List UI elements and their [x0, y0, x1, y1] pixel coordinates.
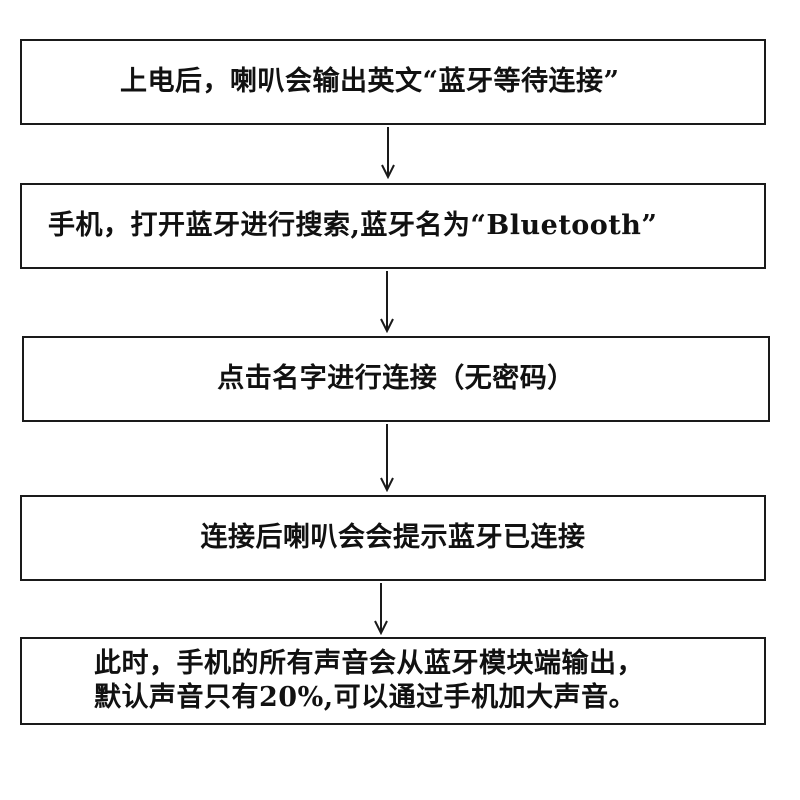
step-1-box: 上电后，喇叭会输出英文“蓝牙等待连接”: [20, 39, 766, 125]
step-2-text: 手机，打开蓝牙进行搜索,蓝牙名为“Bluetooth”: [48, 210, 658, 242]
step-5-box: 此时，手机的所有声音会从蓝牙模块端输出， 默认声音只有20%,可以通过手机加大声…: [20, 637, 766, 725]
step-3-text: 点击名字进行连接（无密码）: [217, 363, 575, 395]
arrow-3-to-4: [377, 424, 397, 492]
step-4-text: 连接后喇叭会会提示蓝牙已连接: [200, 522, 586, 554]
step-4-box: 连接后喇叭会会提示蓝牙已连接: [20, 495, 766, 581]
arrow-2-to-3: [377, 271, 397, 333]
arrow-1-to-2: [378, 127, 398, 179]
step-3-box: 点击名字进行连接（无密码）: [22, 336, 770, 422]
step-1-text: 上电后，喇叭会输出英文“蓝牙等待连接”: [120, 66, 620, 98]
step-2-box: 手机，打开蓝牙进行搜索,蓝牙名为“Bluetooth”: [20, 183, 766, 269]
arrow-4-to-5: [371, 583, 391, 635]
step-5-text: 此时，手机的所有声音会从蓝牙模块端输出， 默认声音只有20%,可以通过手机加大声…: [94, 648, 644, 713]
